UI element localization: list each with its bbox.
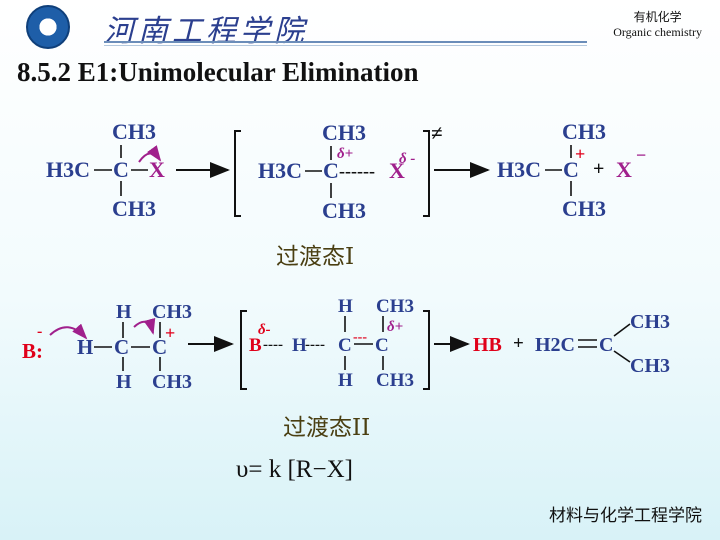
alkene-carbon: C [599,334,613,356]
ch3-bottom: CH3 [376,370,414,391]
bond-diagonal [613,350,631,363]
ch3-top: CH3 [376,296,414,317]
electron-arrow [133,317,156,335]
bracket-right [423,310,430,390]
partial-bond: ------ [339,161,375,181]
h-top: H [116,301,132,323]
transition-state-1: CH3 δ+ H3C C ------ X δ - CH3 ≠ [234,120,443,223]
ch3-top: CH3 [322,120,366,145]
h3c-group: H3C [497,157,541,182]
central-carbon: C [113,157,129,182]
plus-sign: + [593,158,604,180]
transition-state-2: δ- B ---- H ---- H CH3 δ+ C --- C H CH3 [240,296,430,391]
carbon-2: C [375,335,389,356]
leaving-group-x: X [149,157,165,182]
electron-arrow [138,145,162,163]
h2c-group: H2C [535,334,575,356]
bond-diagonal [613,323,631,337]
ch3-top: CH3 [630,311,670,333]
header-rule [104,41,587,43]
bracket-right [423,130,430,217]
school-logo [26,5,70,49]
ch3-top: CH3 [152,301,192,323]
ch3-bottom: CH3 [630,355,670,377]
scheme1-products: CH3 + H3C C + X − CH3 [497,119,646,221]
delta-minus: δ- [258,322,271,338]
carbocation-carbon: C [563,157,579,182]
section-title: 8.5.2 E1:Unimolecular Elimination [17,57,419,87]
h-top: H [338,296,353,317]
base-charge: - [37,323,42,340]
base-b: B [249,335,262,356]
h-alpha: H [77,335,93,359]
plus-sign: + [513,333,524,354]
carbon-1: C [114,335,129,359]
conjugate-acid-hb: HB [473,334,502,356]
carbon-1: C [338,335,352,356]
carbocation-charge: + [575,144,585,164]
halide-charge: − [636,145,646,165]
ch3-bottom: CH3 [562,196,606,221]
ts-marker: ≠ [431,121,443,145]
ch3-bottom: CH3 [152,371,192,393]
forming-pi-bond: --- [353,330,367,345]
h3c-group: H3C [46,157,90,182]
bracket-left [234,130,241,217]
delta-minus: δ - [399,151,415,167]
ch3-top: CH3 [562,119,606,144]
ts-label-2: 过渡态II [283,415,370,441]
course-label: 有机化学 Organic chemistry [613,10,702,40]
carbon-2: C [152,335,167,359]
partial-bond: ---- [263,337,283,353]
footer-department: 材料与化学工程学院 [549,506,702,526]
h-bottom: H [338,370,353,391]
scheme1-reactant: CH3 H3C C X CH3 [46,119,165,221]
bracket-left [240,310,247,390]
delta-plus: δ+ [387,319,403,335]
scheme2-reactant: B: - H CH3 + H C C H CH3 [22,301,192,393]
h3c-group: H3C [258,158,302,183]
rate-law: υ= k [R−X] [236,456,353,483]
scheme2-products: HB + H2C C CH3 CH3 [473,311,670,377]
central-carbon: C [323,158,339,183]
ts-label-1: 过渡态I [276,244,354,270]
h-bottom: H [116,371,132,393]
partial-bond: ---- [305,337,325,353]
base-b: B: [22,339,43,363]
h-alpha: H [292,335,307,356]
leaving-group-x: X [389,158,405,183]
school-name: 河南工程学院 [104,14,308,49]
delta-plus: δ+ [337,146,353,162]
course-name-cn: 有机化学 [633,10,682,24]
header-rule-thin [104,45,587,46]
carbocation-charge: + [165,323,175,343]
electron-arrow [49,323,88,340]
ch3-bottom: CH3 [322,198,366,223]
ch3-top: CH3 [112,119,156,144]
course-name-en: Organic chemistry [613,25,702,39]
ch3-bottom: CH3 [112,196,156,221]
halide-x: X [616,157,632,182]
